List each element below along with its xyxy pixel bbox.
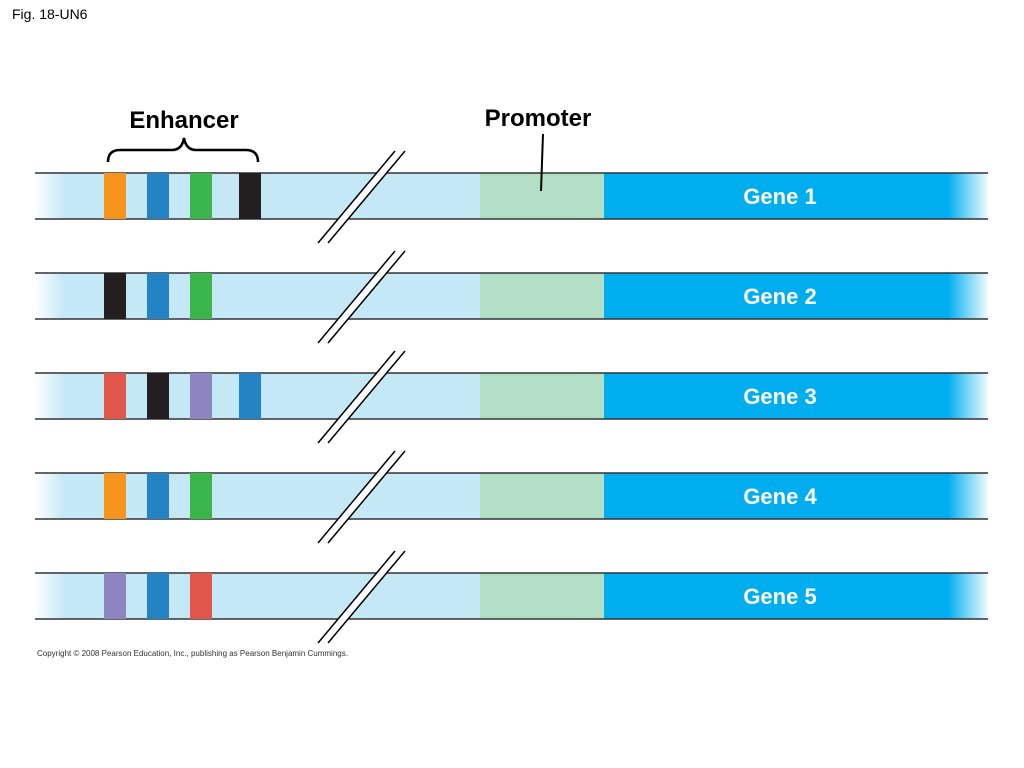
break-gap (318, 551, 405, 643)
control-element-blue (147, 173, 169, 219)
control-element-orange (104, 173, 126, 219)
dna-strand-gene-5: Gene 5 (35, 550, 990, 644)
control-element-blue (239, 373, 261, 419)
control-element-purple (190, 373, 212, 419)
control-element-black (104, 273, 126, 319)
break-mark-line (317, 450, 396, 544)
enhancer-label: Enhancer (129, 107, 238, 134)
control-element-blue (147, 573, 169, 619)
figure-caption: Fig. 18-UN6 (12, 6, 88, 22)
break-gap (318, 251, 405, 343)
promoter-region (480, 273, 605, 319)
promoter-region (480, 473, 605, 519)
dna-strand-gene-3: Gene 3 (35, 350, 990, 444)
break-mark-line (327, 450, 406, 544)
strand-fade-left (35, 473, 65, 519)
gene-label: Gene 1 (743, 184, 816, 209)
control-element-green (190, 173, 212, 219)
gene-region (604, 273, 988, 319)
gene-region (604, 473, 988, 519)
control-element-red (104, 373, 126, 419)
gene-label: Gene 4 (743, 484, 817, 509)
promoter-region (480, 573, 605, 619)
promoter-region (480, 373, 605, 419)
break-mark-line (327, 150, 406, 244)
gene-label: Gene 5 (743, 584, 816, 609)
break-gap (318, 351, 405, 443)
promoter-pointer-line (540, 133, 544, 192)
control-element-black (239, 173, 261, 219)
break-gap (318, 451, 405, 543)
break-gap (318, 151, 405, 243)
gene-region (604, 573, 988, 619)
gene-label: Gene 2 (743, 284, 816, 309)
control-element-blue (147, 273, 169, 319)
control-element-red (190, 573, 212, 619)
control-element-black (147, 373, 169, 419)
strand-fade-right (948, 373, 990, 419)
strand-fade-left (35, 273, 65, 319)
break-mark-line (327, 350, 406, 444)
dna-strand-gene-2: Gene 2 (35, 250, 990, 344)
enhancer-brace (106, 137, 260, 163)
dna-strand-gene-1: Gene 1 (35, 150, 990, 244)
strand-fade-right (948, 273, 990, 319)
break-mark-line (317, 550, 396, 644)
control-element-blue (147, 473, 169, 519)
gene-label: Gene 3 (743, 384, 816, 409)
dna-strand-gene-4: Gene 4 (35, 450, 990, 544)
copyright-notice: Copyright © 2008 Pearson Education, Inc.… (37, 649, 348, 658)
gene-region (604, 173, 988, 219)
break-mark-line (327, 250, 406, 344)
control-element-green (190, 273, 212, 319)
control-element-green (190, 473, 212, 519)
strand-fade-left (35, 173, 65, 219)
strand-fade-right (948, 173, 990, 219)
break-mark-line (327, 550, 406, 644)
control-element-purple (104, 573, 126, 619)
gene-region (604, 373, 988, 419)
break-mark-line (317, 150, 396, 244)
strand-fade-left (35, 373, 65, 419)
strand-fade-right (948, 473, 990, 519)
strand-fade-right (948, 573, 990, 619)
strand-fade-left (35, 573, 65, 619)
promoter-region (480, 173, 605, 219)
break-mark-line (317, 350, 396, 444)
break-mark-line (317, 250, 396, 344)
promoter-label: Promoter (485, 105, 592, 132)
control-element-orange (104, 473, 126, 519)
